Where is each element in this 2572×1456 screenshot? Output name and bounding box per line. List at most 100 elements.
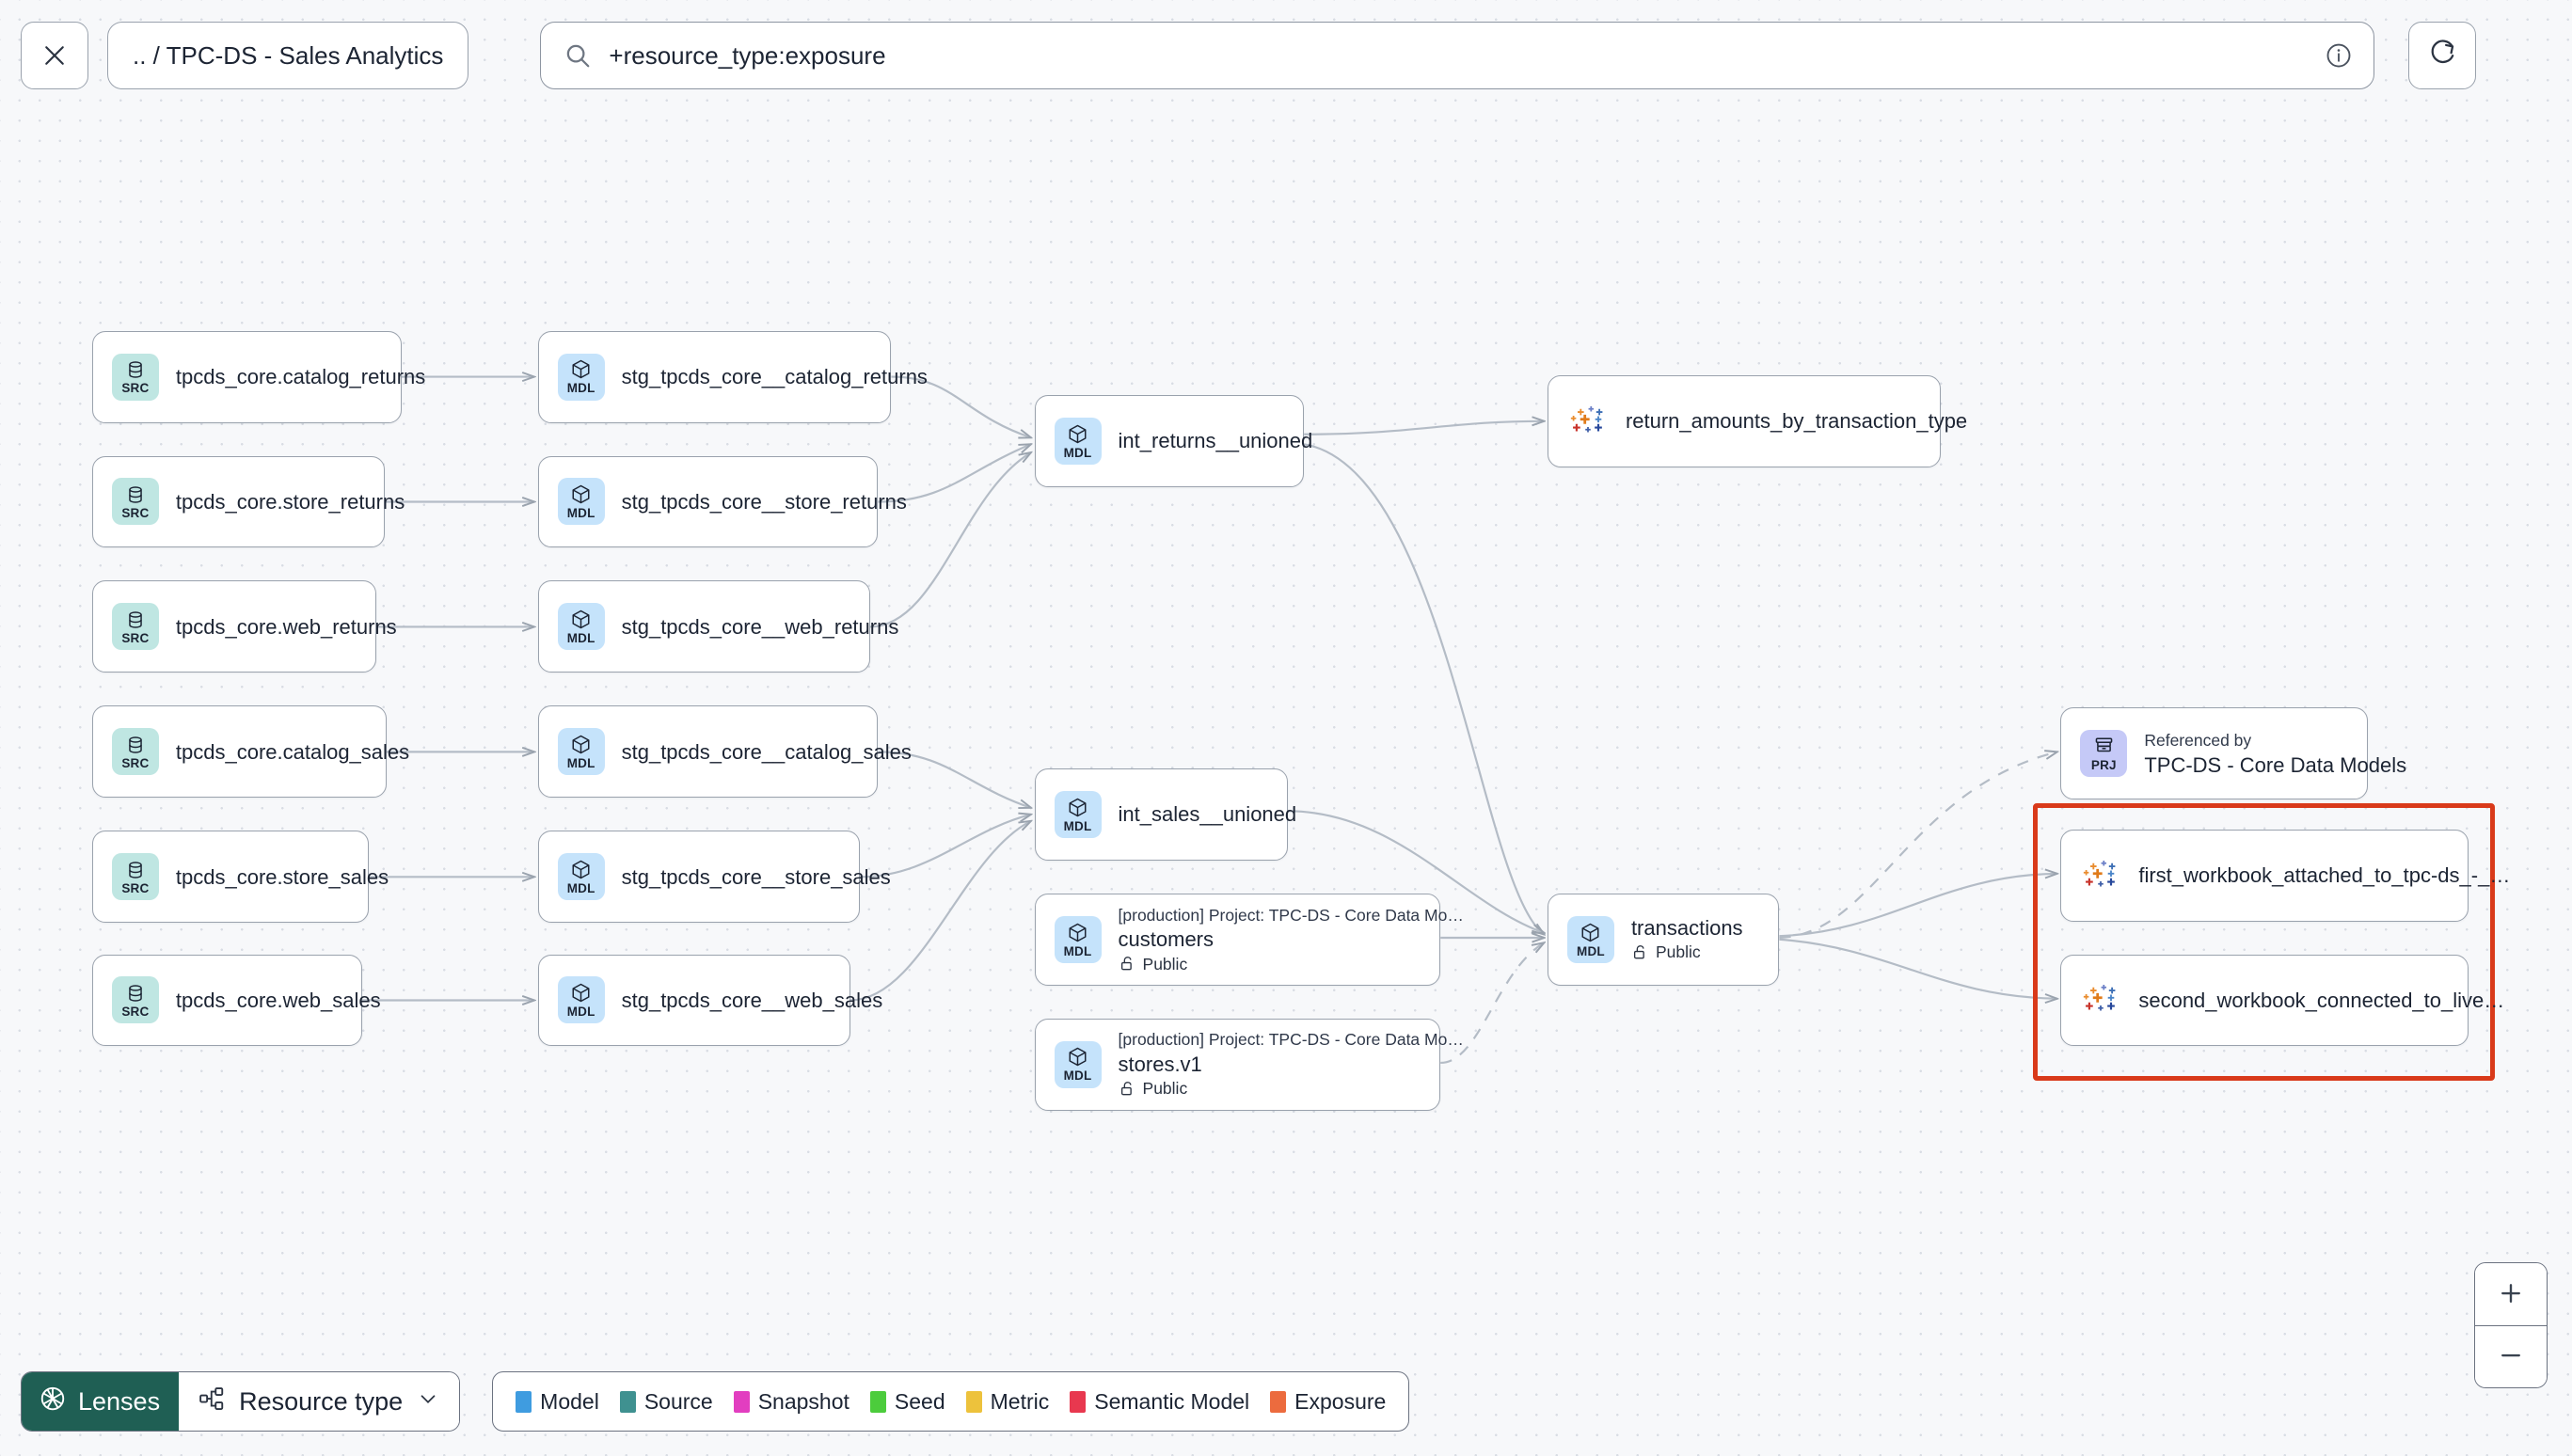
node-text-column: stg_tpcds_core__catalog_returns [622,364,928,390]
node-type-badge-label: PRJ [2090,757,2117,772]
legend-swatch [733,1390,750,1413]
minus-icon [2497,1341,2525,1372]
lens-control-group: Lenses Resource type [21,1371,461,1432]
node-text-column: stg_tpcds_core__web_sales [622,988,883,1014]
graph-node-src_store_returns[interactable]: SRC tpcds_core.store_returns [91,455,405,548]
node-project-path: [production] Project: TPC-DS - Core Data… [1118,1030,1464,1050]
node-label: tpcds_core.store_returns [175,489,405,514]
node-type-badge-mdl: MDL [557,976,605,1024]
node-type-badge-src: SRC [111,728,159,776]
node-label: stg_tpcds_core__store_sales [621,864,891,889]
node-text-column: [production] Project: TPC-DS - Core Data… [1119,904,1464,976]
legend-item-exposure[interactable]: Exposure [1270,1389,1386,1415]
graph-node-customers[interactable]: MDL [production] Project: TPC-DS - Core D… [1034,893,1464,986]
zoom-out-button[interactable] [2475,1325,2547,1387]
cube-icon [570,483,592,505]
lenses-label: Lenses [78,1386,161,1416]
database-icon [125,860,146,880]
graph-node-src_web_returns[interactable]: SRC tpcds_core.web_returns [91,580,397,673]
node-text-column: int_sales__unioned [1119,801,1297,828]
zoom-controls [2474,1262,2548,1388]
cube-icon [570,859,592,880]
node-type-badge-label: MDL [566,1005,595,1020]
tableau-exposure-icon [1567,401,1609,442]
search-bar[interactable] [540,22,2375,89]
legend-item-snapshot[interactable]: Snapshot [733,1389,849,1415]
node-type-badge-label: SRC [121,630,150,645]
legend-item-semantic-model[interactable]: Semantic Model [1070,1389,1249,1415]
node-type-badge-label: SRC [121,755,150,770]
graph-node-stg_web_sales[interactable]: MDL stg_tpcds_core__web_sales [537,954,882,1047]
zoom-in-button[interactable] [2475,1263,2547,1325]
node-label: second_workbook_connected_to_live… [2138,988,2505,1012]
cube-icon [570,982,592,1004]
node-text-column: stg_tpcds_core__store_sales [622,864,891,891]
node-label: return_amounts_by_transaction_type [1625,409,1968,434]
cube-icon [570,734,592,755]
graph-node-stores_v1[interactable]: MDL[production] Project: TPC-DS - Core D… [1034,1018,1464,1111]
top-toolbar: .. / TPC-DS - Sales Analytics [0,0,2572,111]
graph-node-first_workbook[interactable]: first_workbook_attached_to_tpc-ds_-_… [2060,829,2510,922]
chevron-down-icon [416,1386,440,1417]
node-label: tpcds_core.catalog_returns [175,364,426,388]
node-type-badge-label: SRC [121,505,150,520]
breadcrumb[interactable]: .. / TPC-DS - Sales Analytics [107,22,469,89]
graph-node-return_amounts[interactable]: return_amounts_by_transaction_type [1547,374,1967,467]
search-input[interactable] [609,40,2312,71]
node-type-badge-mdl: MDL [1054,417,1102,465]
node-type-badge-label: MDL [1063,943,1092,958]
refresh-icon [2427,39,2457,73]
graph-node-second_workbook[interactable]: second_workbook_connected_to_live… [2060,954,2504,1047]
cube-icon [1067,797,1088,818]
node-type-badge-mdl: MDL [1566,915,1614,963]
node-type-badge-label: SRC [121,1004,150,1019]
node-label: stg_tpcds_core__catalog_returns [621,364,928,388]
database-icon [125,735,146,755]
node-label: transactions [1630,915,1743,940]
node-label: stg_tpcds_core__catalog_sales [621,739,912,764]
info-icon[interactable] [2325,41,2353,70]
node-text-column: tpcds_core.web_returns [176,614,397,641]
node-visibility-meta: Public [1119,1077,1464,1100]
node-text-column: return_amounts_by_transaction_type [1626,408,1967,435]
legend-swatch [965,1390,982,1413]
cube-icon [1067,922,1088,943]
node-type-badge-label: MDL [566,506,595,521]
legend-item-metric[interactable]: Metric [965,1389,1049,1415]
node-text-column: [production] Project: TPC-DS - Core Data… [1119,1028,1464,1100]
cube-icon [1067,423,1088,445]
legend-label: Semantic Model [1094,1388,1250,1414]
legend-swatch [516,1390,532,1413]
node-text-column: first_workbook_attached_to_tpc-ds_-_… [2138,863,2510,889]
resource-type-label: Resource type [239,1386,404,1416]
refresh-button[interactable] [2408,22,2477,89]
lenses-button[interactable]: Lenses [22,1372,180,1431]
node-type-badge-src: SRC [111,603,159,651]
node-text-column: tpcds_core.store_returns [176,489,405,515]
database-icon [125,983,146,1004]
legend-item-seed[interactable]: Seed [869,1389,945,1415]
legend-item-source[interactable]: Source [619,1389,713,1415]
node-visibility-label: Public [1142,954,1188,973]
resource-type-legend: Model Source Snapshot Seed Metric Semantic Mo… [492,1371,1410,1432]
cube-icon [1580,922,1601,943]
close-button[interactable] [21,22,88,89]
legend-item-model[interactable]: Model [516,1389,599,1415]
resource-type-dropdown[interactable]: Resource type [179,1372,460,1431]
